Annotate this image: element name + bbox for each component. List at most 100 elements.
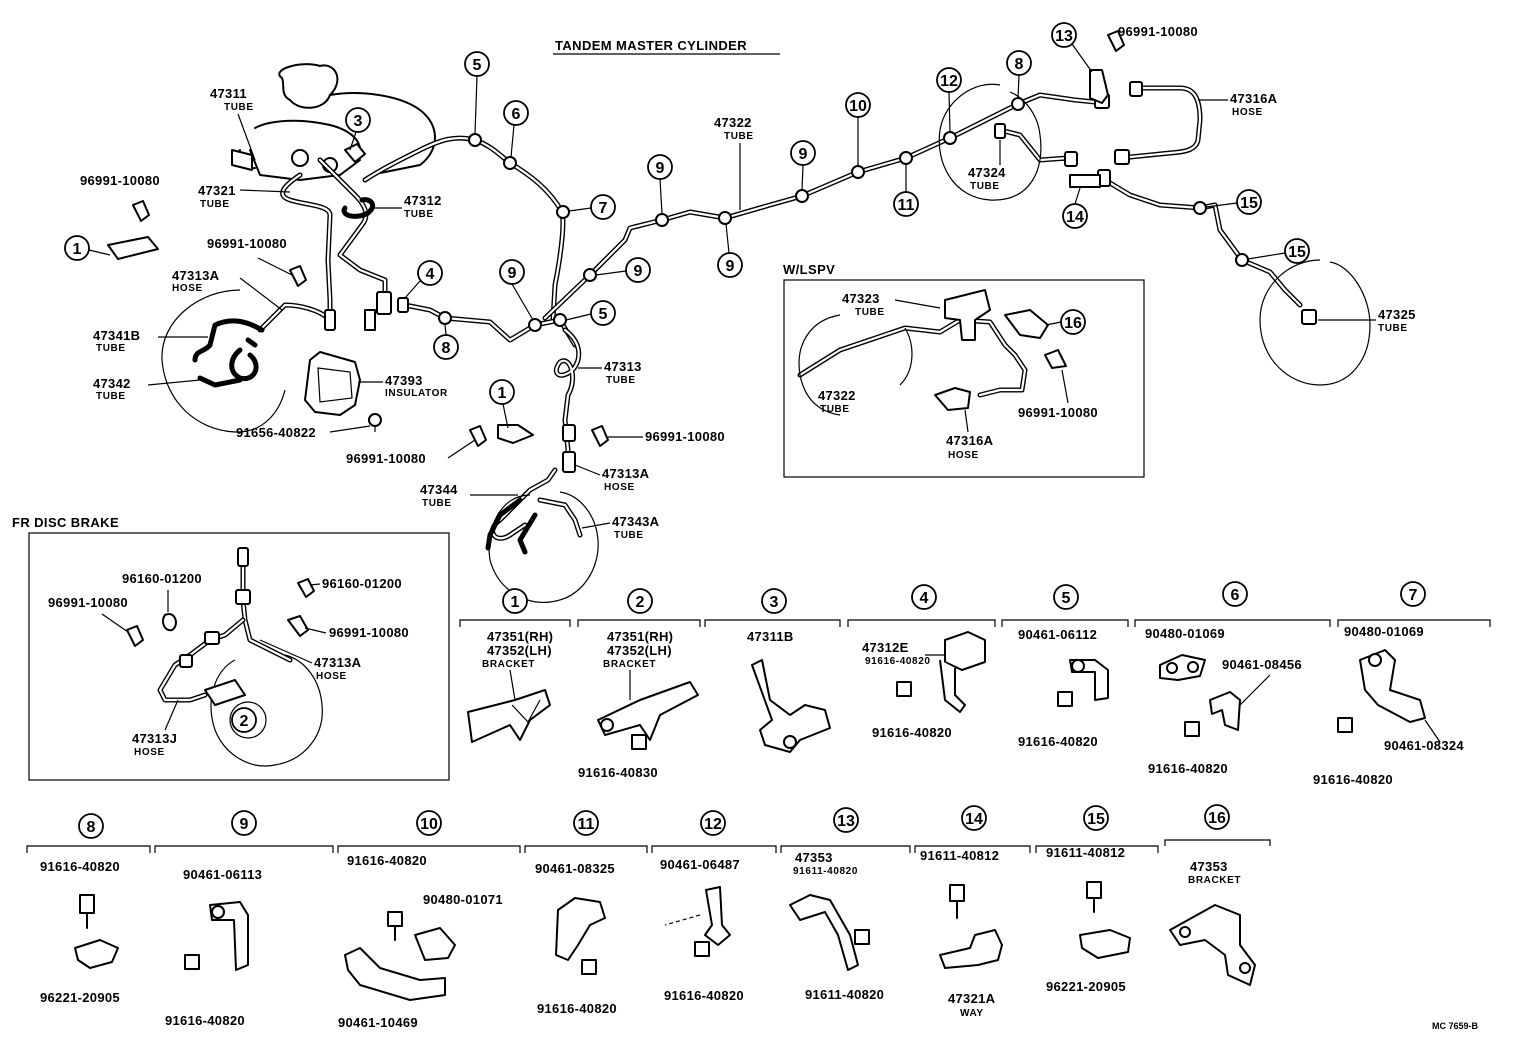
- callout-9-c: 9: [647, 154, 673, 180]
- svg-text:HOSE: HOSE: [948, 450, 979, 461]
- svg-text:INSULATOR: INSULATOR: [385, 388, 448, 399]
- svg-text:6: 6: [512, 106, 521, 123]
- svg-text:90480-01071: 90480-01071: [423, 892, 503, 907]
- detail-9: 9: [231, 810, 257, 836]
- svg-text:90461-06113: 90461-06113: [183, 867, 262, 882]
- svg-text:91616-40820: 91616-40820: [664, 988, 744, 1003]
- disc-brake-inset: FR DISC BRAKE 96160-01200 96160-01200 96…: [12, 515, 450, 781]
- svg-text:TUBE: TUBE: [614, 530, 644, 541]
- svg-text:TUBE: TUBE: [855, 307, 885, 318]
- callout-4: 4: [417, 260, 443, 286]
- callout-5-a: 5: [464, 51, 490, 77]
- svg-text:13: 13: [837, 813, 855, 830]
- label-47321: 47321: [198, 183, 236, 198]
- svg-text:9: 9: [656, 160, 665, 177]
- lspv-title: W/LSPV: [783, 262, 835, 277]
- callout-9-a: 9: [499, 259, 525, 285]
- svg-text:91616-40820: 91616-40820: [1018, 734, 1098, 749]
- svg-text:2: 2: [240, 713, 249, 730]
- svg-text:4: 4: [426, 266, 435, 283]
- svg-text:TUBE: TUBE: [820, 404, 850, 415]
- disc-callout-2: 2: [231, 707, 257, 733]
- svg-text:HOSE: HOSE: [134, 747, 165, 758]
- svg-text:TUBE: TUBE: [224, 102, 254, 113]
- svg-text:47353: 47353: [795, 850, 833, 865]
- svg-text:5: 5: [599, 306, 608, 323]
- callout-10: 10: [845, 92, 871, 118]
- disc-label-96991-10080-b: 96991-10080: [329, 625, 409, 640]
- svg-text:91616-40820: 91616-40820: [1148, 761, 1228, 776]
- svg-text:91616-40820: 91616-40820: [165, 1013, 245, 1028]
- svg-text:BRACKET: BRACKET: [1188, 875, 1241, 886]
- svg-text:9: 9: [726, 258, 735, 275]
- svg-text:TUBE: TUBE: [422, 498, 452, 509]
- detail-13: 13: [833, 807, 859, 833]
- svg-text:91616-40820: 91616-40820: [537, 1001, 617, 1016]
- svg-text:91616-40820: 91616-40820: [347, 853, 427, 868]
- lspv-label-47323: 47323: [842, 291, 880, 306]
- label-47311: 47311: [210, 86, 247, 101]
- detail-14: 14: [961, 805, 987, 831]
- svg-text:90480-01069: 90480-01069: [1344, 624, 1424, 639]
- svg-text:10: 10: [420, 816, 438, 833]
- label-96991-10080-e: 96991-10080: [1118, 24, 1198, 39]
- label-96991-10080-d: 96991-10080: [645, 429, 725, 444]
- lspv-label-47322: 47322: [818, 388, 856, 403]
- svg-text:47353: 47353: [1190, 859, 1228, 874]
- svg-text:HOSE: HOSE: [172, 283, 203, 294]
- svg-text:14: 14: [1066, 209, 1084, 226]
- svg-text:90461-06112: 90461-06112: [1018, 627, 1097, 642]
- svg-text:15: 15: [1288, 244, 1306, 261]
- detail-2: 2: [627, 588, 653, 614]
- svg-text:10: 10: [849, 98, 867, 115]
- callout-8-b: 8: [1006, 50, 1032, 76]
- main-callouts: 5 6 3 7 4 9 9 8 5 1 1 9 9 9 10 11 12 8: [64, 22, 1310, 429]
- svg-text:9: 9: [240, 816, 249, 833]
- svg-text:1: 1: [73, 241, 82, 258]
- label-91656-40822: 91656-40822: [236, 425, 316, 440]
- callout-9-e: 9: [790, 140, 816, 166]
- svg-text:90461-08456: 90461-08456: [1222, 657, 1302, 672]
- svg-text:47312E: 47312E: [862, 640, 909, 655]
- callout-5-b: 5: [590, 300, 616, 326]
- lspv-label-47316A: 47316A: [946, 433, 994, 448]
- label-47393: 47393: [385, 373, 423, 388]
- svg-text:1: 1: [498, 385, 507, 402]
- svg-text:TUBE: TUBE: [606, 375, 636, 386]
- disc-label-47313A: 47313A: [314, 655, 362, 670]
- detail-6: 6: [1222, 581, 1248, 607]
- lspv-inset: W/LSPV 47323 TUBE 47322 TUBE 47316A HOSE…: [783, 262, 1145, 478]
- svg-text:8: 8: [1015, 56, 1024, 73]
- label-96991-10080-a: 96991-10080: [80, 173, 160, 188]
- callout-15-a: 15: [1236, 189, 1262, 215]
- insulator-drawing: [304, 351, 361, 416]
- label-47313A-b: 47313A: [602, 466, 650, 481]
- svg-text:91616-40820: 91616-40820: [872, 725, 952, 740]
- svg-text:13: 13: [1055, 28, 1073, 45]
- svg-text:5: 5: [1062, 590, 1071, 607]
- label-47313A-a: 47313A: [172, 268, 220, 283]
- svg-text:TUBE: TUBE: [200, 199, 230, 210]
- svg-text:WAY: WAY: [960, 1008, 984, 1019]
- svg-text:TUBE: TUBE: [970, 181, 1000, 192]
- svg-text:6: 6: [1231, 587, 1240, 604]
- svg-text:91611-40820: 91611-40820: [793, 866, 858, 877]
- detail-1: 1: [502, 588, 528, 614]
- label-47316A: 47316A: [1230, 91, 1278, 106]
- svg-text:8: 8: [442, 340, 451, 357]
- svg-text:9: 9: [799, 146, 808, 163]
- svg-text:3: 3: [770, 594, 779, 611]
- svg-text:HOSE: HOSE: [316, 671, 347, 682]
- detail-4: 4: [911, 584, 937, 610]
- callout-11: 11: [893, 191, 919, 217]
- detail-7: 7: [1400, 581, 1426, 607]
- svg-text:91611-40812: 91611-40812: [920, 848, 999, 863]
- label-96991-10080-c: 96991-10080: [346, 451, 426, 466]
- label-47344: 47344: [420, 482, 458, 497]
- detail-10: 10: [416, 810, 442, 836]
- detail-16: 16: [1204, 804, 1230, 830]
- detail-12: 12: [700, 810, 726, 836]
- svg-text:12: 12: [940, 73, 958, 90]
- svg-text:BRACKET: BRACKET: [482, 659, 535, 670]
